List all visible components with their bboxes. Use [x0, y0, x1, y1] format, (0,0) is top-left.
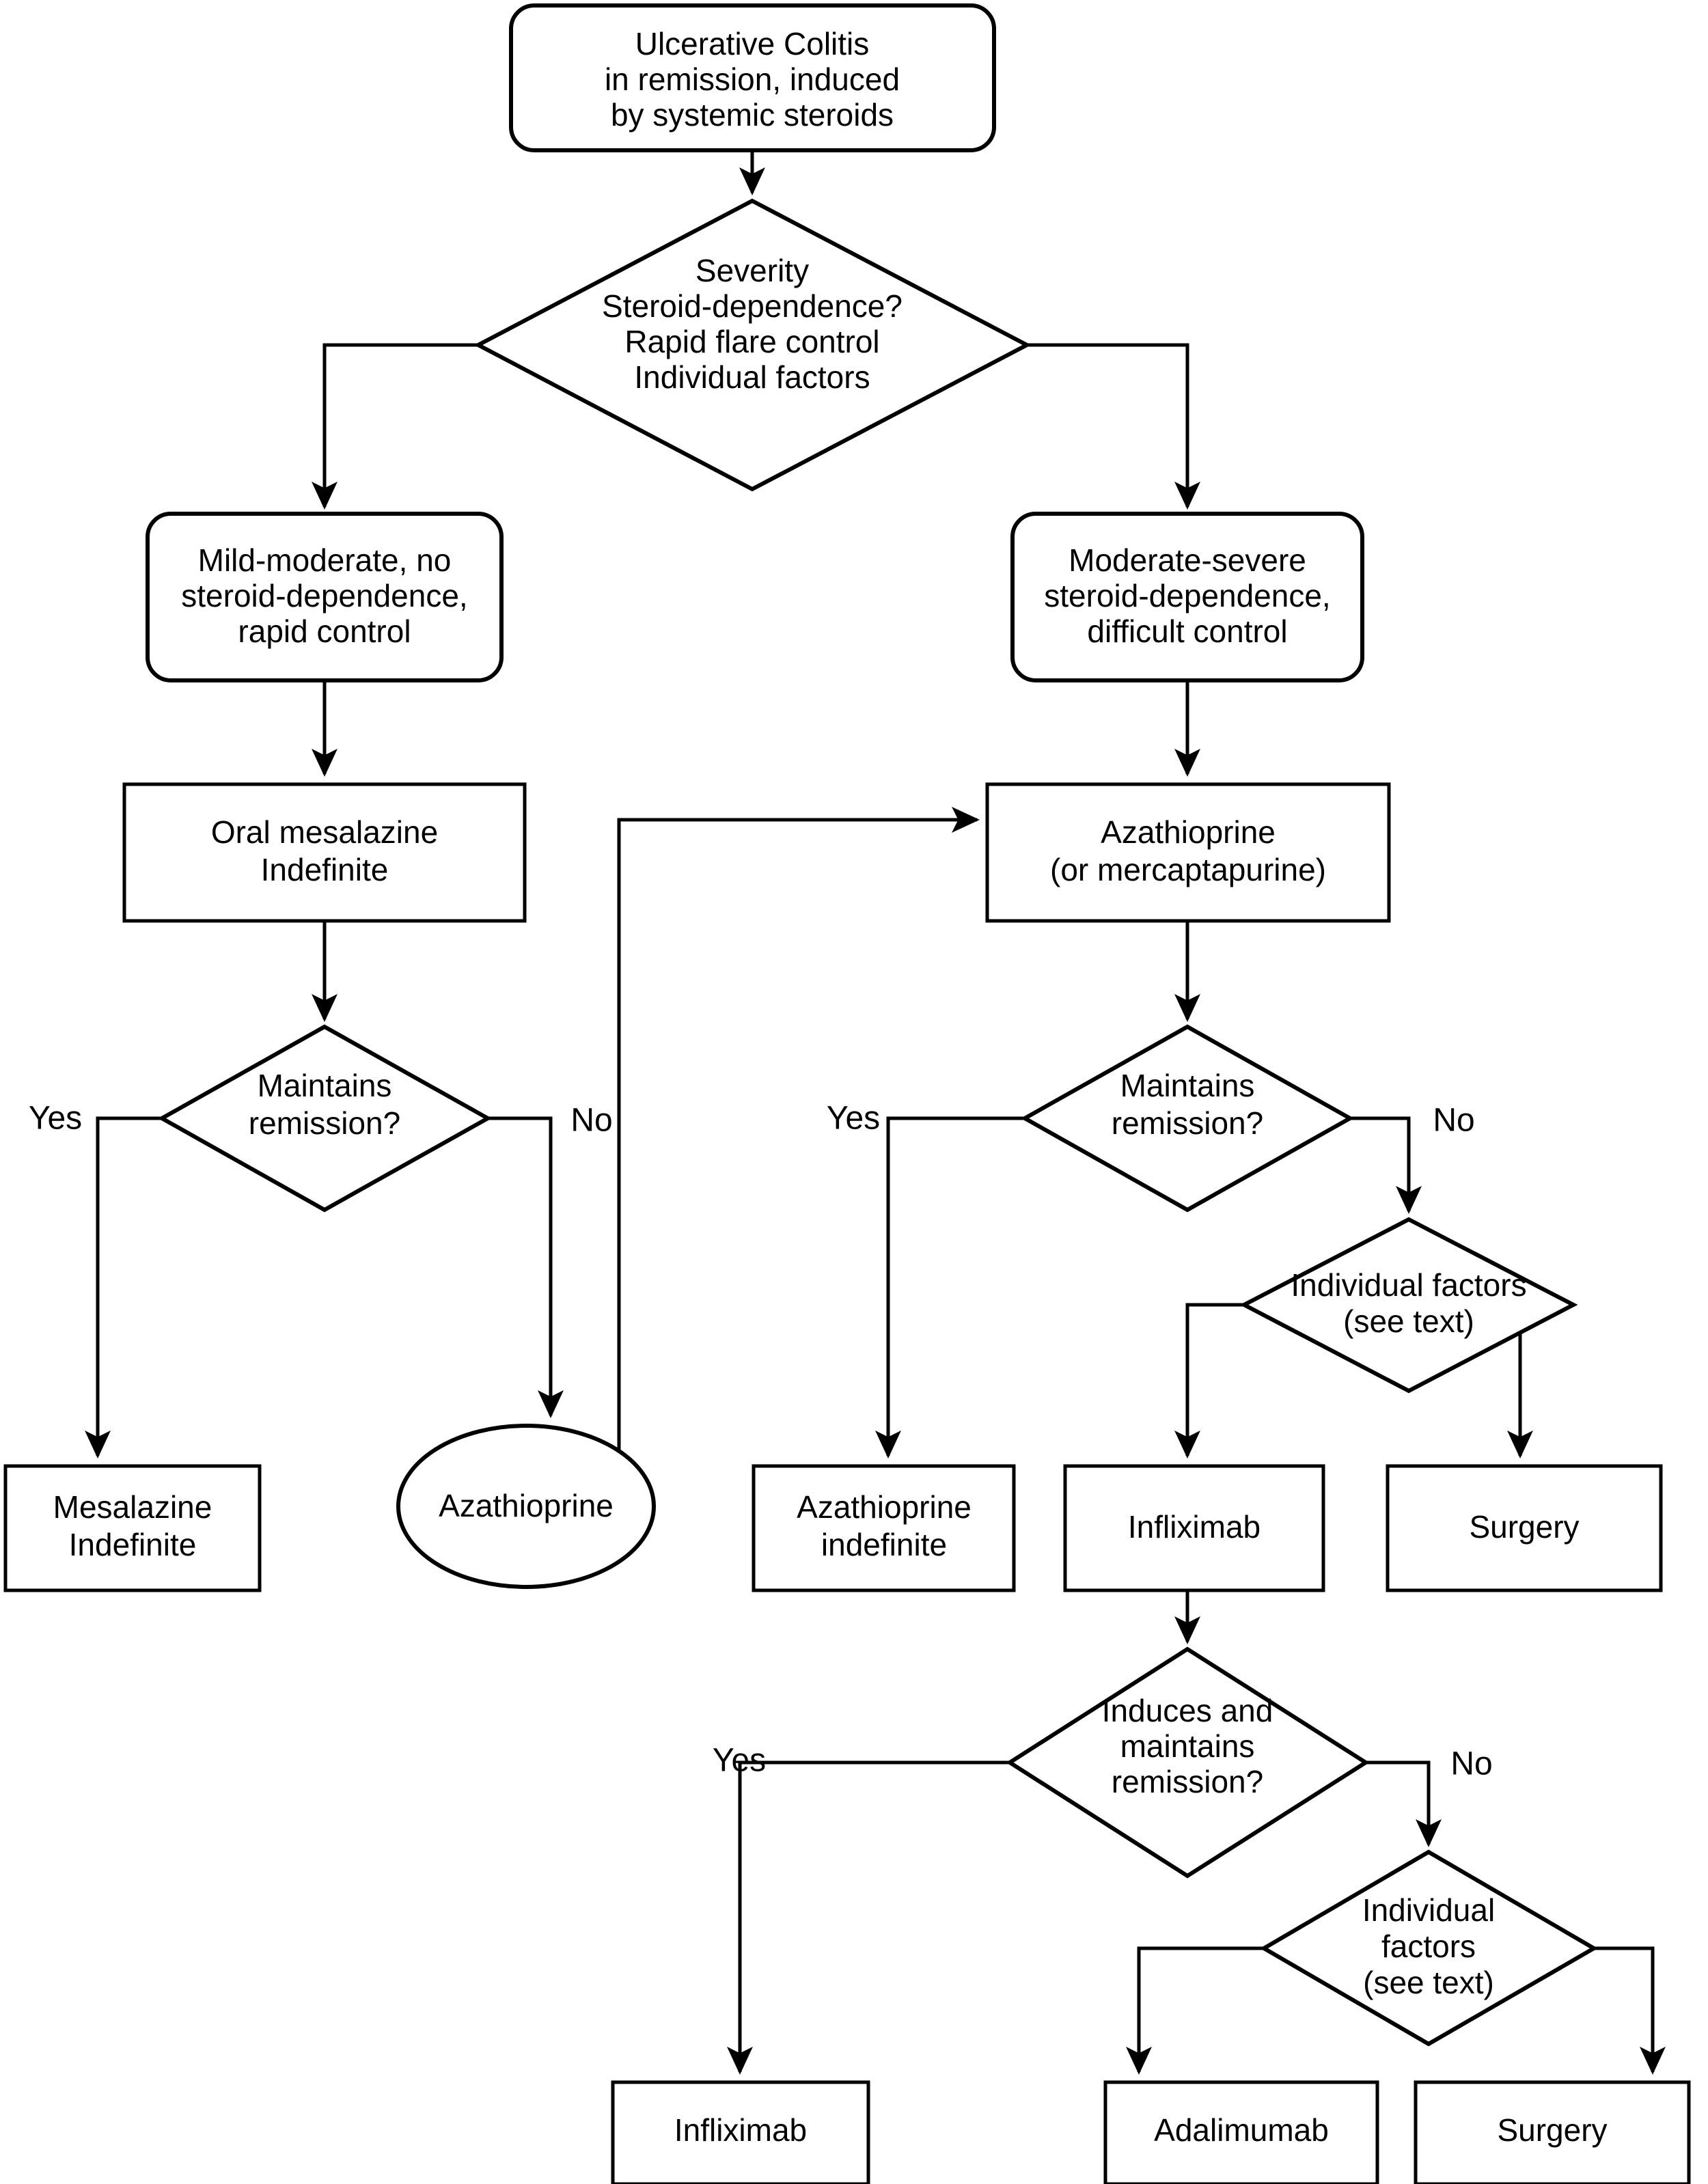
start-line-2: in remission, induced — [605, 61, 900, 97]
severity-line-2: Steroid-dependence? — [602, 288, 903, 324]
induces-line-2: maintains — [1120, 1728, 1255, 1764]
edge-right-no-to-individual-factors — [1350, 1116, 1422, 1214]
severity-line-1: Severity — [695, 253, 809, 288]
infliximab-mid-shape — [1063, 1464, 1325, 1592]
node-infliximab-mid[interactable]: Infliximab — [1063, 1464, 1325, 1592]
node-azathioprine-indefinite[interactable]: Azathioprine indefinite — [752, 1464, 1016, 1592]
node-maintains-right[interactable]: Maintains remission? — [1020, 1024, 1355, 1213]
severity-line-3: Rapid flare control — [624, 324, 879, 359]
surgery-bottom-label: Surgery — [1497, 2112, 1607, 2148]
azathioprine-indefinite-shape — [752, 1464, 1016, 1592]
azathioprine-oval-label: Azathioprine — [439, 1488, 614, 1523]
edge-factors-bottom-to-adalimumab — [1126, 1946, 1264, 2075]
node-start[interactable]: Ulcerative Colitis in remission, induced… — [509, 3, 996, 152]
infliximab-bottom-label: Infliximab — [674, 2112, 807, 2148]
node-infliximab-bottom[interactable]: Infliximab — [611, 2080, 870, 2184]
mesalazine-indef-line-1: Mesalazine — [53, 1489, 212, 1525]
edge-induces-yes-to-infliximab-bottom — [727, 1760, 1010, 2075]
node-azathioprine-main[interactable]: Azathioprine (or mercaptapurine) — [985, 782, 1391, 923]
azathioprine-main-line-2: (or mercaptapurine) — [1050, 852, 1326, 887]
node-severity-decision[interactable]: Severity Steroid-dependence? Rapid flare… — [473, 198, 1032, 492]
maintains-right-line-2: remission? — [1112, 1105, 1263, 1141]
edge-label-left-yes: Yes — [29, 1101, 82, 1137]
edge-label-right-yes: Yes — [827, 1101, 880, 1137]
edge-azathioprine-oval-to-azathioprine-main — [617, 807, 980, 1517]
induces-maintains-shape — [1006, 1646, 1370, 1879]
maintains-right-shape — [1020, 1024, 1355, 1213]
azathioprine-main-line-1: Azathioprine — [1101, 814, 1276, 850]
factors-mid-line-1: Individual factors — [1291, 1267, 1526, 1303]
azathioprine-main-shape — [985, 782, 1391, 923]
node-oral-mesalazine[interactable]: Oral mesalazine Indefinite — [122, 782, 527, 923]
maintains-left-line-1: Maintains — [258, 1068, 392, 1103]
oral-mesalazine-line-2: Indefinite — [261, 852, 389, 887]
node-mesalazine-indefinite[interactable]: Mesalazine Indefinite — [3, 1464, 262, 1592]
factors-bottom-line-3: (see text) — [1363, 1965, 1494, 2000]
azathioprine-oval-shape — [396, 1424, 656, 1589]
start-line-3: by systemic steroids — [611, 97, 894, 133]
maintains-left-line-2: remission? — [249, 1105, 400, 1141]
oral-mesalazine-line-1: Oral mesalazine — [211, 814, 438, 850]
node-individual-factors-bottom[interactable]: Individual factors (see text) — [1260, 1849, 1598, 2047]
node-individual-factors-mid[interactable]: Individual factors (see text) — [1239, 1217, 1578, 1394]
mesalazine-indefinite-shape — [3, 1464, 262, 1592]
factors-mid-line-2: (see text) — [1343, 1303, 1474, 1339]
node-adalimumab[interactable]: Adalimumab — [1103, 2080, 1379, 2184]
infliximab-mid-label: Infliximab — [1128, 1509, 1261, 1545]
node-surgery-bottom[interactable]: Surgery — [1414, 2080, 1691, 2184]
maintains-left-shape — [157, 1024, 493, 1213]
node-azathioprine-oval[interactable]: Azathioprine — [396, 1424, 656, 1589]
adalimumab-label: Adalimumab — [1154, 2112, 1329, 2148]
edge-label-bottom-no: No — [1450, 1746, 1492, 1782]
surgery-mid-label: Surgery — [1469, 1509, 1579, 1545]
azathioprine-indef-line-1: Azathioprine — [797, 1489, 972, 1525]
induces-line-3: remission? — [1112, 1764, 1263, 1799]
start-box-shape — [509, 3, 996, 152]
node-induces-maintains[interactable]: Induces and maintains remission? — [1006, 1646, 1370, 1879]
edge-label-bottom-yes: Yes — [713, 1743, 766, 1779]
surgery-bottom-shape — [1414, 2080, 1691, 2184]
edge-label-right-no: No — [1433, 1103, 1474, 1139]
severe-line-1: Moderate-severe — [1069, 542, 1306, 578]
mild-line-1: Mild-moderate, no — [198, 542, 452, 578]
oral-mesalazine-shape — [122, 782, 527, 923]
severity-diamond-shape — [473, 198, 1032, 492]
factors-bottom-line-1: Individual — [1362, 1892, 1495, 1928]
surgery-mid-shape — [1386, 1464, 1663, 1592]
mesalazine-indef-line-2: Indefinite — [69, 1527, 197, 1562]
node-maintains-left[interactable]: Maintains remission? — [157, 1024, 493, 1213]
edge-induces-no-to-factors-bottom — [1366, 1760, 1442, 1847]
edge-severity-to-mild — [312, 343, 478, 510]
mild-line-2: steroid-dependence, — [181, 578, 467, 613]
mild-branch-shape — [146, 512, 504, 682]
edge-left-yes-to-mesalazine-indefinite — [85, 1116, 162, 1459]
edge-factors-bottom-to-surgery-bottom — [1594, 1946, 1666, 2075]
edge-right-yes-to-azathioprine-indefinite — [875, 1116, 1025, 1459]
azathioprine-indef-line-2: indefinite — [821, 1527, 947, 1562]
adalimumab-shape — [1103, 2080, 1379, 2184]
maintains-right-line-1: Maintains — [1120, 1068, 1255, 1103]
severity-line-4: Individual factors — [634, 359, 870, 395]
severe-line-2: steroid-dependence, — [1044, 578, 1330, 613]
edge-left-no-to-azathioprine-oval — [488, 1116, 564, 1418]
factors-bottom-line-2: factors — [1381, 1929, 1476, 1964]
node-mild-branch[interactable]: Mild-moderate, no steroid-dependence, ra… — [146, 512, 504, 682]
infliximab-bottom-shape — [611, 2080, 870, 2184]
severe-branch-shape — [1010, 512, 1364, 682]
individual-factors-mid-shape — [1239, 1217, 1578, 1394]
edge-factors-mid-to-infliximab — [1174, 1303, 1244, 1459]
induces-line-1: Induces and — [1102, 1693, 1273, 1728]
mild-line-3: rapid control — [238, 613, 411, 649]
node-severe-branch[interactable]: Moderate-severe steroid-dependence, diff… — [1010, 512, 1364, 682]
edge-severity-to-severe — [1027, 343, 1200, 510]
start-line-1: Ulcerative Colitis — [635, 26, 870, 61]
node-surgery-mid[interactable]: Surgery — [1386, 1464, 1663, 1592]
edge-label-left-no: No — [570, 1103, 612, 1139]
individual-factors-bottom-shape — [1260, 1849, 1598, 2047]
severe-line-3: difficult control — [1087, 613, 1287, 649]
